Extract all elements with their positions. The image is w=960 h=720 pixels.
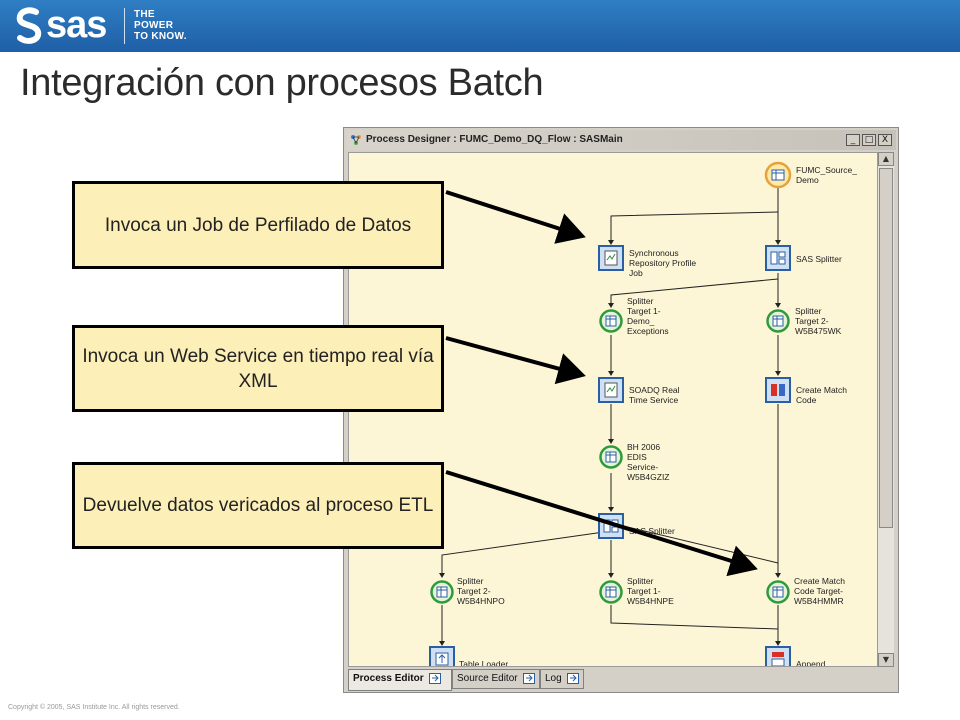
append-icon[interactable] bbox=[765, 646, 791, 667]
target1-hnpe-table-icon[interactable] bbox=[599, 580, 623, 604]
process-editor-tab-icon bbox=[429, 672, 442, 684]
callout-return-etl: Devuelve datos vericados al proceso ETL bbox=[72, 462, 444, 549]
scroll-up-icon[interactable]: ▲ bbox=[878, 152, 894, 166]
sync-profile-job-icon[interactable] bbox=[598, 245, 624, 271]
scroll-thumb[interactable] bbox=[879, 168, 893, 528]
tagline: THE POWER TO KNOW. bbox=[134, 9, 187, 42]
window-titlebar[interactable]: Process Designer : FUMC_Demo_DQ_Flow : S… bbox=[346, 130, 896, 150]
tab-log[interactable]: Log bbox=[540, 669, 584, 689]
bh2006-table-icon[interactable] bbox=[599, 445, 623, 469]
log-tab-icon bbox=[567, 672, 580, 684]
vertical-scrollbar[interactable]: ▲ ▼ bbox=[878, 152, 894, 667]
flow-connectors bbox=[439, 187, 781, 646]
source-table-icon[interactable] bbox=[764, 161, 792, 189]
target2-hnpo-table-icon[interactable] bbox=[430, 580, 454, 604]
create-match-target-table-icon[interactable] bbox=[766, 580, 790, 604]
close-button[interactable]: X bbox=[878, 134, 892, 146]
minimize-button[interactable]: _ bbox=[846, 134, 860, 146]
tab-source-editor[interactable]: Source Editor bbox=[452, 669, 540, 689]
create-match-code-icon[interactable] bbox=[765, 377, 791, 403]
process-designer-icon bbox=[351, 135, 361, 145]
node-label-append: Append bbox=[796, 659, 826, 667]
target2-table-icon[interactable] bbox=[766, 309, 790, 333]
header-band: sas THE POWER TO KNOW. bbox=[0, 0, 960, 52]
copyright-notice: Copyright © 2005, SAS Institute Inc. All… bbox=[8, 704, 180, 711]
target1-exceptions-table-icon[interactable] bbox=[599, 309, 623, 333]
brand-name: sas bbox=[46, 4, 107, 46]
sas-logo-icon bbox=[16, 7, 42, 44]
node-label-table-loader: Table Loader bbox=[459, 659, 509, 667]
editor-tabs: Process Editor Source Editor Log bbox=[348, 669, 894, 691]
window-title: Process Designer : FUMC_Demo_DQ_Flow : S… bbox=[366, 134, 623, 145]
node-label-splitter1: SAS Splitter bbox=[796, 254, 842, 264]
sas-splitter-icon[interactable] bbox=[765, 245, 791, 271]
process-designer-window[interactable]: Process Designer : FUMC_Demo_DQ_Flow : S… bbox=[343, 127, 899, 693]
node-label-splitter2: SAS Splitter bbox=[629, 526, 675, 536]
table-loader-icon[interactable] bbox=[429, 646, 455, 667]
logo-divider bbox=[124, 8, 125, 44]
slide-title: Integración con procesos Batch bbox=[20, 62, 544, 104]
maximize-button[interactable]: □ bbox=[862, 134, 876, 146]
callout-profile-job: Invoca un Job de Perfilado de Datos bbox=[72, 181, 444, 269]
callout-web-service: Invoca un Web Service en tiempo real vía… bbox=[72, 325, 444, 412]
tab-process-editor[interactable]: Process Editor bbox=[348, 669, 452, 691]
scroll-down-icon[interactable]: ▼ bbox=[878, 653, 894, 667]
soadq-service-icon[interactable] bbox=[598, 377, 624, 403]
source-editor-tab-icon bbox=[523, 672, 536, 684]
node-label-source: FUMC_Source_Demo bbox=[796, 165, 857, 185]
